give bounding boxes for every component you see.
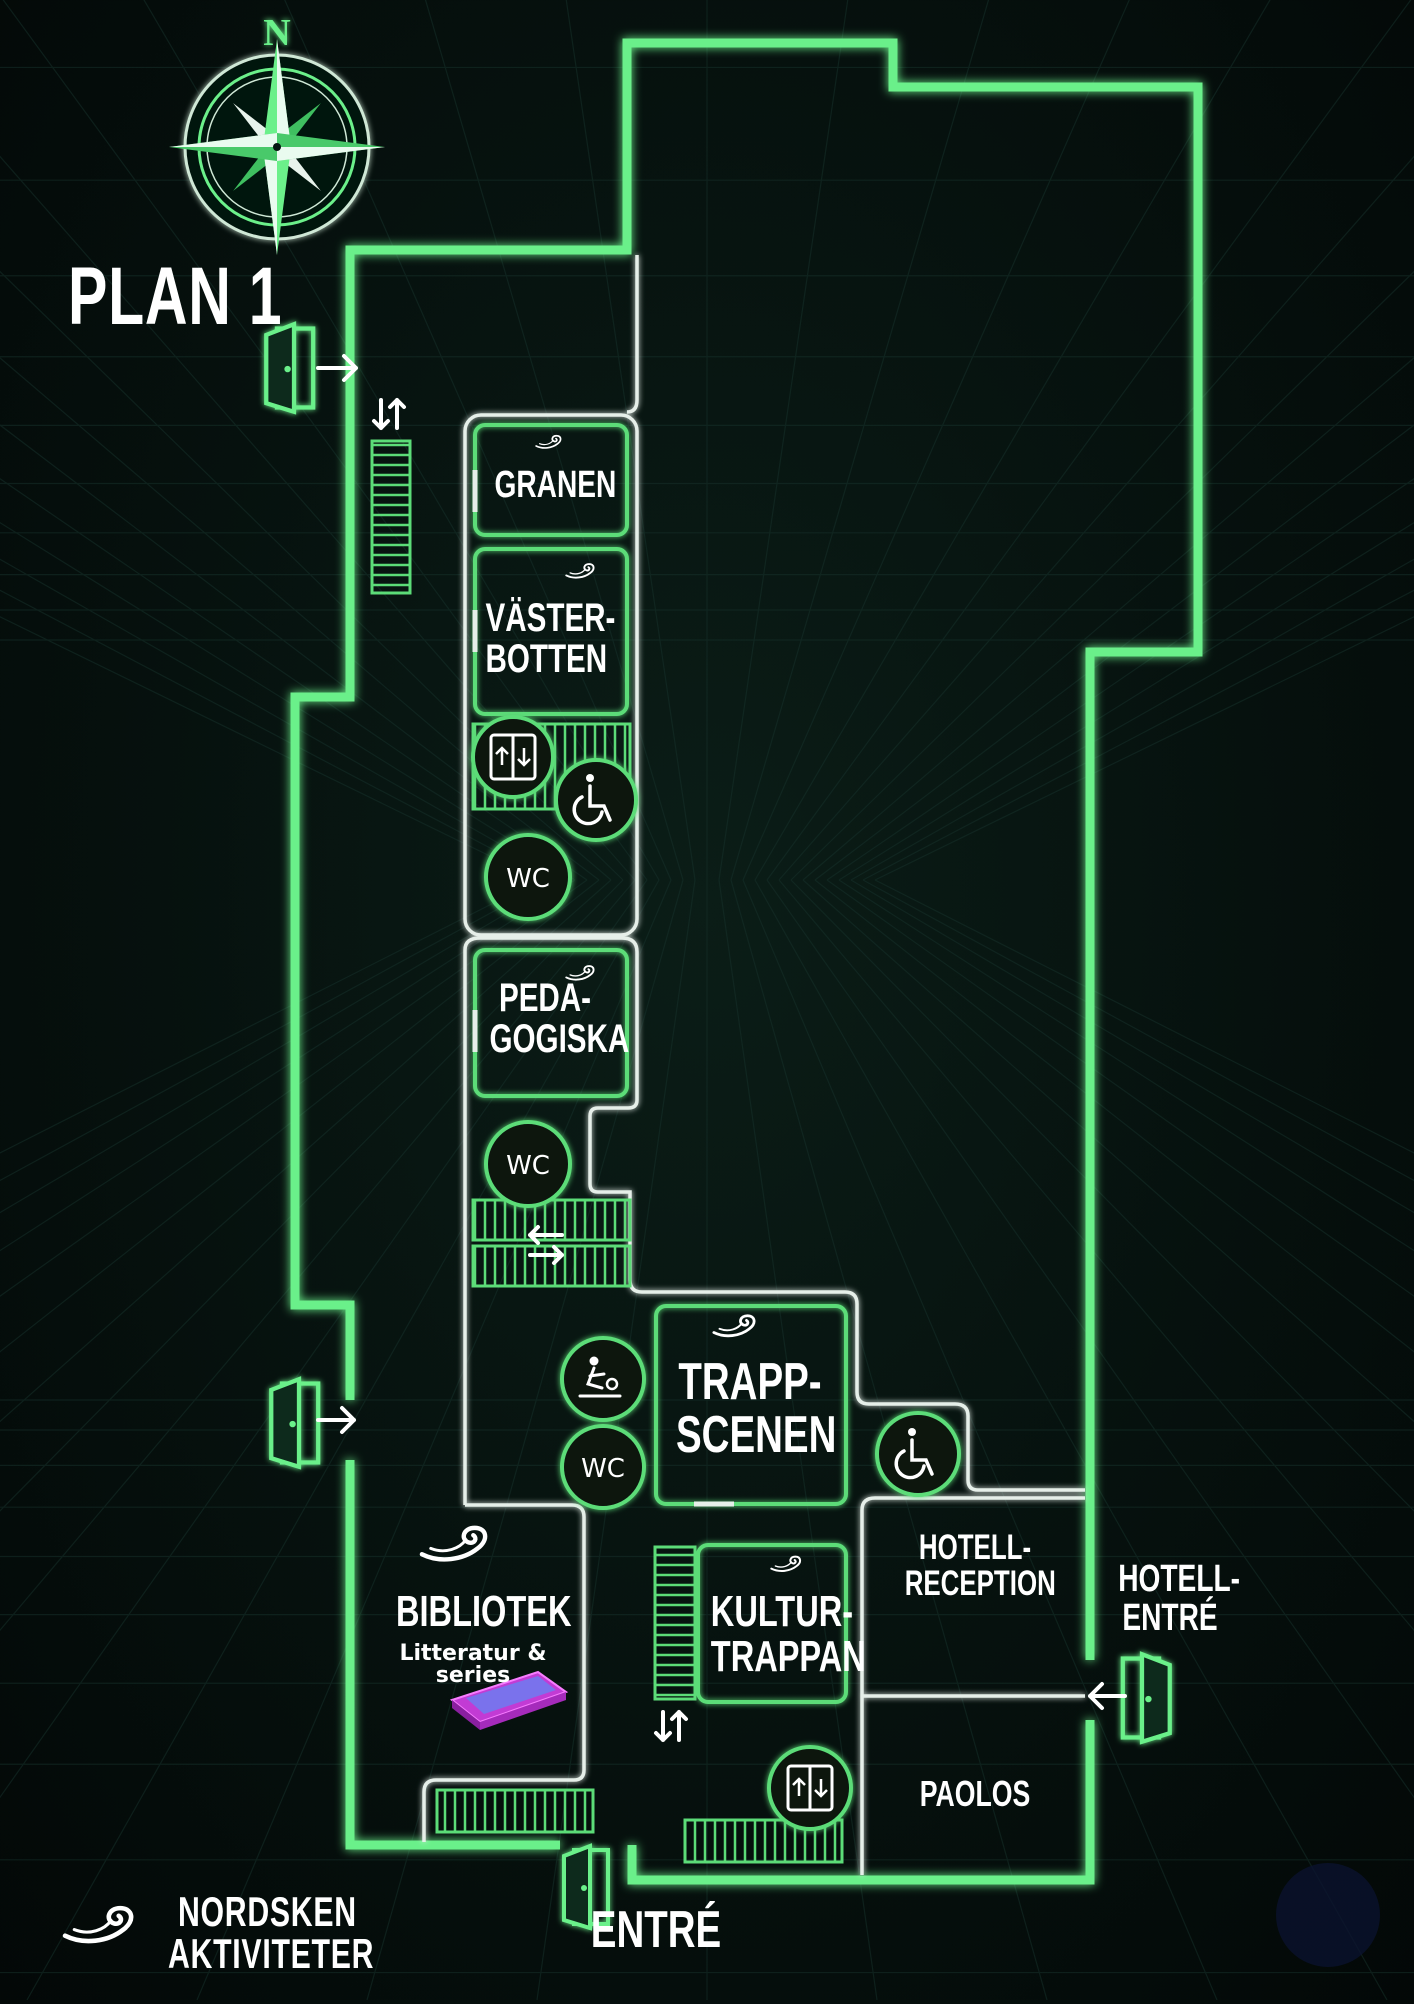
page-title: PLAN 1 xyxy=(68,251,283,342)
hotel-entrance-label: HOTELL- ENTRÉ xyxy=(1118,1558,1241,1639)
arrow-right-icon xyxy=(316,354,358,382)
nordsken-swirl-icon xyxy=(565,563,595,579)
door-exit-icon xyxy=(271,1379,318,1466)
room-sublabel-bibliotek: Litteratur & series xyxy=(399,1641,547,1688)
stairs-up-down-icon xyxy=(654,1710,688,1742)
wc-icon: WC xyxy=(484,1120,572,1208)
stairs-west xyxy=(370,439,412,595)
wc-label: WC xyxy=(581,1454,625,1484)
wheelchair-icon xyxy=(554,758,638,842)
trappscenen-room xyxy=(654,1304,848,1506)
room-label-kulturtrappan: KULTUR- TRAPPAN xyxy=(710,1587,866,1681)
compass-rose-icon xyxy=(169,39,385,255)
room-label-trappscenen: TRAPP- SCENEN xyxy=(676,1353,837,1465)
kulturtrappan-room xyxy=(696,1543,848,1704)
stairs-kulturtrappan xyxy=(653,1545,697,1701)
room-label-bibliotek: BIBLIOTEK xyxy=(396,1587,572,1636)
wc-icon: WC xyxy=(484,833,572,921)
room-door-marks xyxy=(472,470,734,1507)
wheelchair-icon xyxy=(875,1411,961,1497)
stairs-bibliotek xyxy=(435,1788,595,1834)
elevator-icon xyxy=(471,715,555,799)
door-exit-icon xyxy=(1123,1654,1170,1741)
facilities: WC WC WC xyxy=(471,715,961,1831)
room-label-paolos: PAOLOS xyxy=(919,1773,1031,1814)
brand-line2: AKTIVITETER xyxy=(168,1930,375,1977)
nordsken-swirl-icon xyxy=(535,434,562,449)
decorative-circle xyxy=(1276,1863,1380,1967)
wc-label: WC xyxy=(506,864,550,894)
baby-changing-icon xyxy=(560,1336,646,1422)
arrow-left-icon xyxy=(1088,1682,1127,1710)
main-entrance-label: ENTRÉ xyxy=(590,1901,722,1959)
stairs-middle-b xyxy=(471,1244,632,1288)
two-way-arrow-icon xyxy=(528,1225,564,1265)
room-swirls xyxy=(65,434,802,1941)
book-icon xyxy=(449,1670,569,1730)
room-label-hotellreception: HOTELL- RECEPTION xyxy=(904,1528,1056,1603)
nordsken-swirl-icon xyxy=(712,1314,756,1338)
inner-walls xyxy=(422,255,1085,1875)
stairs-up-down-icon xyxy=(372,398,406,430)
compass-north-label: N xyxy=(263,12,290,54)
nordsken-swirl-icon xyxy=(65,1908,131,1941)
direction-arrows xyxy=(316,354,1127,1742)
room-label-granen: GRANEN xyxy=(494,464,617,506)
brand-line1: NORDSKEN xyxy=(178,1888,357,1935)
nordsken-swirl-icon xyxy=(770,1555,802,1573)
outer-wall xyxy=(290,38,1203,1885)
arrow-right-icon xyxy=(316,1406,356,1434)
nordsken-swirl-icon xyxy=(422,1528,485,1560)
wc-icon: WC xyxy=(560,1424,646,1510)
room-label-vasterbotten: VÄSTER- BOTTEN xyxy=(485,596,616,681)
wc-label: WC xyxy=(506,1151,550,1181)
elevator-icon xyxy=(767,1745,853,1831)
room-label-pedagogiska: PEDA- GOGISKA xyxy=(489,976,630,1061)
